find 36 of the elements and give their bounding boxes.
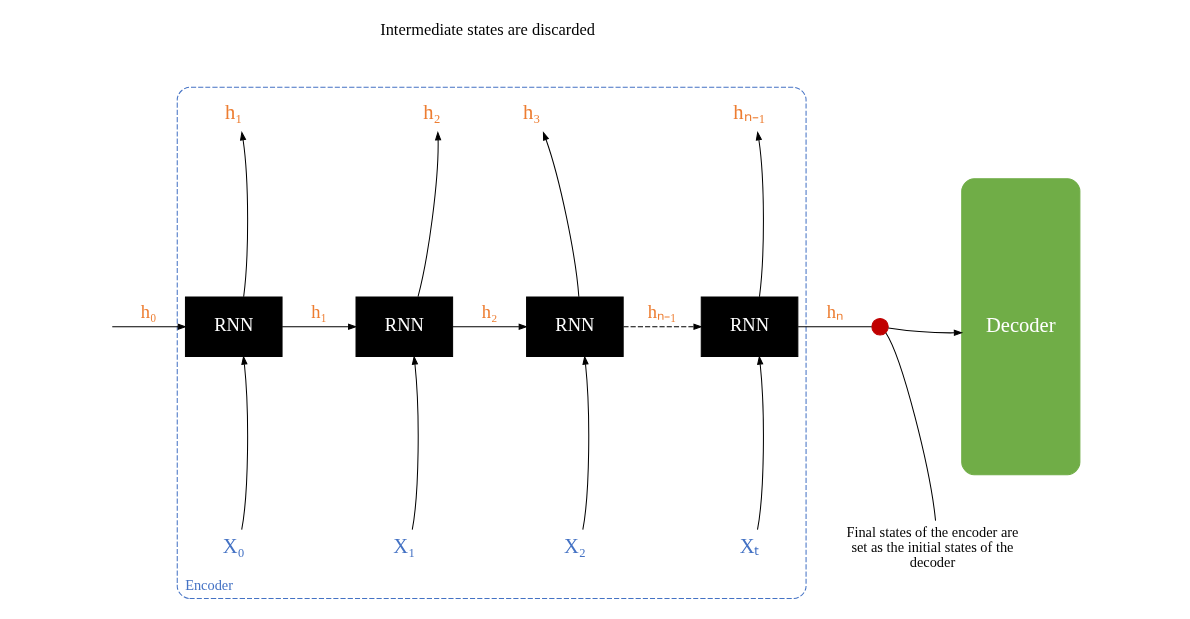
- arrow: [411, 355, 419, 531]
- node-text: Final states of the encoder are set as the initial states of the decoder: [845, 523, 1018, 571]
- edge-label: h₀: [140, 301, 156, 322]
- node-text: hₙ₋₁: [732, 101, 766, 124]
- edge-label: hₙ: [826, 301, 843, 322]
- arrow: [622, 323, 703, 330]
- connector: [884, 332, 936, 522]
- arrow: [281, 323, 357, 330]
- node-box: RNN: [700, 296, 798, 358]
- edge-label: h₁: [310, 301, 327, 322]
- arrow: [756, 355, 764, 531]
- node-box: RNN: [525, 296, 624, 358]
- label: Intermediate states are discarded: [379, 19, 595, 39]
- arrow: [451, 323, 528, 330]
- arrow: [755, 131, 764, 298]
- node-text: h₃: [522, 101, 540, 124]
- arrow: [887, 327, 963, 337]
- node-text: h₁: [224, 101, 242, 124]
- arrow: [111, 323, 187, 330]
- node-circle: [870, 317, 889, 336]
- node-text: X₁: [392, 535, 415, 558]
- arrow: [581, 355, 589, 531]
- arrow: [542, 131, 579, 298]
- arrow: [239, 131, 248, 298]
- node-text: Xₜ: [739, 535, 759, 558]
- node-box: RNN: [355, 296, 453, 358]
- node-box: RNN: [184, 296, 283, 358]
- node-box: Decoder: [960, 178, 1080, 476]
- node-text: h₂: [422, 101, 441, 124]
- edge-label: h₂: [481, 301, 497, 322]
- edge-label: hₙ₋₁: [647, 301, 677, 322]
- arrow: [417, 131, 441, 298]
- node-text: X₂: [563, 535, 586, 558]
- connector: [797, 326, 872, 328]
- node-text: X₀: [222, 535, 245, 558]
- arrow: [240, 355, 248, 531]
